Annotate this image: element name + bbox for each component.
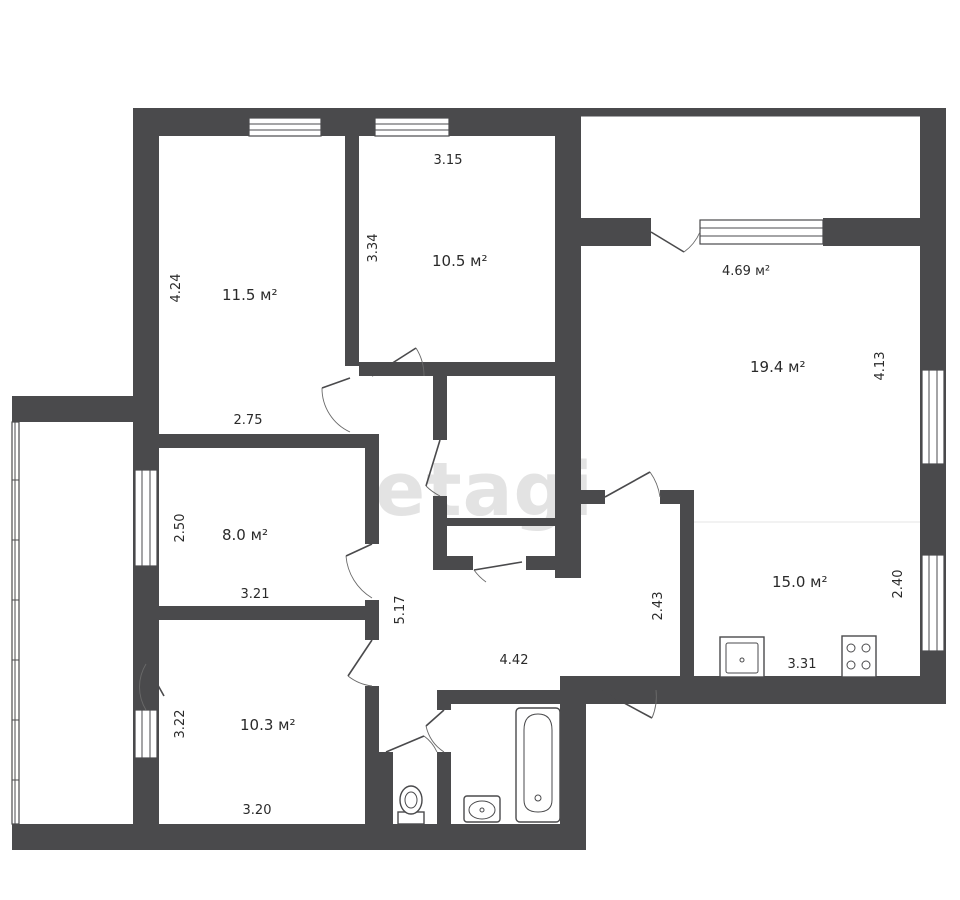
kitchen-sink-icon	[719, 636, 765, 678]
window-living-right	[921, 369, 945, 465]
window-room-3	[134, 469, 158, 567]
door-left-balcony	[139, 663, 165, 711]
room-1-height-dim: 4.24	[169, 274, 184, 303]
door-room-4	[347, 639, 373, 687]
room-2-width-dim: 3.15	[434, 153, 463, 168]
window-room-1	[248, 117, 322, 137]
door-room-1	[321, 377, 351, 433]
hall-height-dim: 2.43	[651, 592, 666, 621]
hall-width-dim: 4.42	[500, 653, 529, 668]
window-room-4	[134, 709, 158, 759]
room-1-width-dim: 2.75	[234, 413, 263, 428]
toilet-icon	[397, 785, 425, 825]
room-2-height-dim: 3.34	[366, 234, 381, 263]
door-room-2	[371, 347, 425, 377]
room-1-area: 11.5 м²	[222, 286, 278, 304]
living-area: 19.4 м²	[750, 358, 806, 376]
labels: 11.5 м² 4.24 2.75 3.15 3.34 10.5 м² 2.50…	[169, 153, 906, 818]
door-wc	[385, 735, 438, 753]
living-height-dim: 4.13	[873, 352, 888, 381]
balcony-area: 4.69 м²	[722, 264, 770, 279]
room-2-area: 10.5 м²	[432, 252, 488, 270]
window-balcony-living	[699, 219, 824, 245]
windows	[134, 117, 945, 759]
door-living	[604, 471, 661, 498]
room-3-width-dim: 3.21	[241, 587, 270, 602]
room-4-height-dim: 3.22	[173, 710, 188, 739]
door-closet-2	[473, 561, 523, 583]
room-4-area: 10.3 м²	[240, 716, 296, 734]
kitchen-height-dim: 2.40	[891, 570, 906, 599]
door-closet	[425, 439, 441, 497]
kitchen-width-dim: 3.31	[788, 657, 817, 672]
window-kitchen-right	[921, 554, 945, 652]
room-3-area: 8.0 м²	[222, 526, 268, 544]
doors	[139, 231, 701, 753]
left-balcony	[11, 421, 20, 825]
door-kitchen	[599, 689, 657, 719]
window-room-2	[374, 117, 450, 137]
bathtub-icon	[515, 707, 561, 823]
kitchen-area: 15.0 м²	[772, 573, 828, 591]
door-room-3	[345, 543, 373, 599]
hall-length-dim: 5.17	[393, 596, 408, 625]
stove-icon	[841, 635, 877, 678]
room-3-height-dim: 2.50	[173, 514, 188, 543]
room-4-width-dim: 3.20	[243, 803, 272, 818]
fixtures	[397, 635, 877, 825]
washbasin-icon	[463, 795, 501, 823]
door-bathroom	[425, 709, 445, 753]
door-balcony	[650, 231, 701, 253]
